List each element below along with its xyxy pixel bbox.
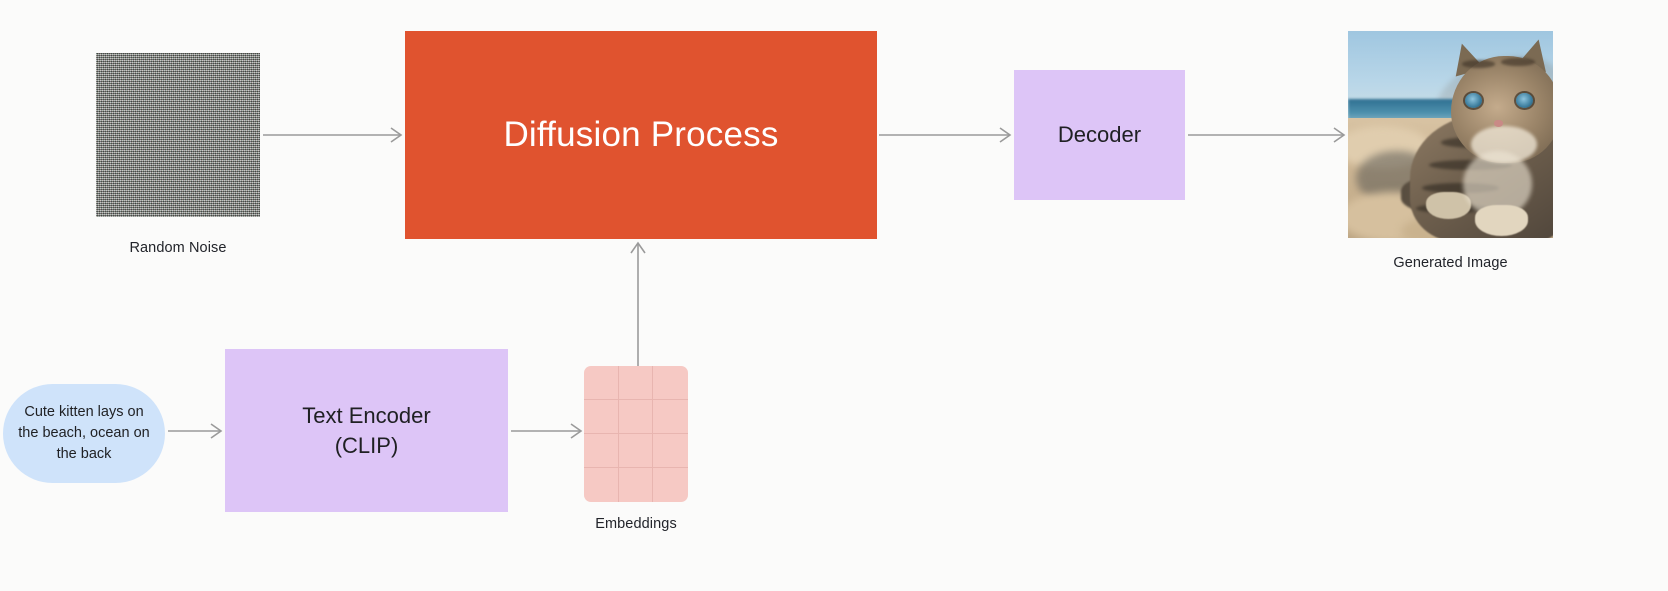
- kitten-nose: [1493, 120, 1503, 127]
- edge-diffusion-to-decoder: [879, 127, 1012, 143]
- embedding-cell: [618, 366, 654, 400]
- random-noise-image: [96, 53, 260, 217]
- edge-prompt-to-encoder: [168, 423, 223, 439]
- generated-image: [1348, 31, 1553, 238]
- embedding-cell: [618, 400, 654, 434]
- prompt-bubble[interactable]: Cute kitten lays on the beach, ocean on …: [3, 384, 165, 483]
- kitten-eye: [1516, 93, 1534, 109]
- kitten-stripe: [1501, 57, 1535, 66]
- prompt-text: Cute kitten lays on the beach, ocean on …: [18, 403, 150, 462]
- kitten-stripe: [1422, 183, 1500, 194]
- generated-image-caption: Generated Image: [1393, 255, 1508, 271]
- kitten-paw: [1475, 204, 1529, 236]
- embedding-cell: [653, 434, 688, 468]
- edge-embeddings-to-diffusion: [630, 241, 646, 366]
- decoder-node[interactable]: Decoder: [1014, 70, 1185, 200]
- embedding-cell: [653, 400, 688, 434]
- text-encoder-label: Text Encoder (CLIP): [302, 402, 431, 458]
- embedding-cell: [618, 434, 654, 468]
- diffusion-process-label: Diffusion Process: [503, 115, 779, 155]
- random-noise-caption: Random Noise: [129, 240, 227, 256]
- embedding-cell: [653, 366, 688, 400]
- embedding-cell: [619, 468, 654, 502]
- kitten-stripe: [1461, 60, 1495, 68]
- embedding-cell: [584, 400, 619, 434]
- embedding-cell: [584, 468, 619, 502]
- embeddings-grid: [584, 366, 688, 502]
- decoder-label: Decoder: [1057, 122, 1142, 148]
- edge-encoder-to-embeddings: [511, 423, 583, 439]
- embeddings-caption: Embeddings: [595, 516, 677, 532]
- embedding-cell: [584, 434, 619, 468]
- kitten-paw: [1425, 192, 1471, 220]
- edge-noise-to-diffusion: [263, 127, 403, 143]
- embedding-cell: [584, 366, 619, 400]
- embedding-cell: [653, 468, 688, 502]
- text-encoder-node[interactable]: Text Encoder (CLIP): [225, 349, 508, 512]
- kitten-eye: [1464, 93, 1482, 109]
- edge-decoder-to-image: [1188, 127, 1346, 143]
- diffusion-process-node[interactable]: Diffusion Process: [405, 31, 877, 239]
